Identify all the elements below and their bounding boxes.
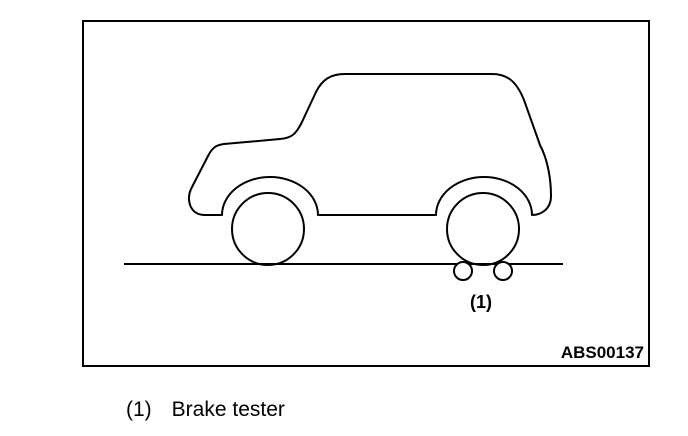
brake-tester-callout: (1) <box>470 292 492 312</box>
legend-item-label: Brake tester <box>171 398 285 421</box>
front-wheel <box>231 192 305 266</box>
brake-tester-roller-right <box>493 261 513 281</box>
figure-frame <box>82 20 650 367</box>
car-body-outline <box>187 73 552 216</box>
legend-item: (1) Brake tester <box>126 398 285 422</box>
rear-wheel <box>446 192 520 266</box>
legend-item-number: (1) <box>126 398 152 421</box>
brake-tester-roller-left <box>453 261 473 281</box>
figure-code: ABS00137 <box>560 343 644 362</box>
